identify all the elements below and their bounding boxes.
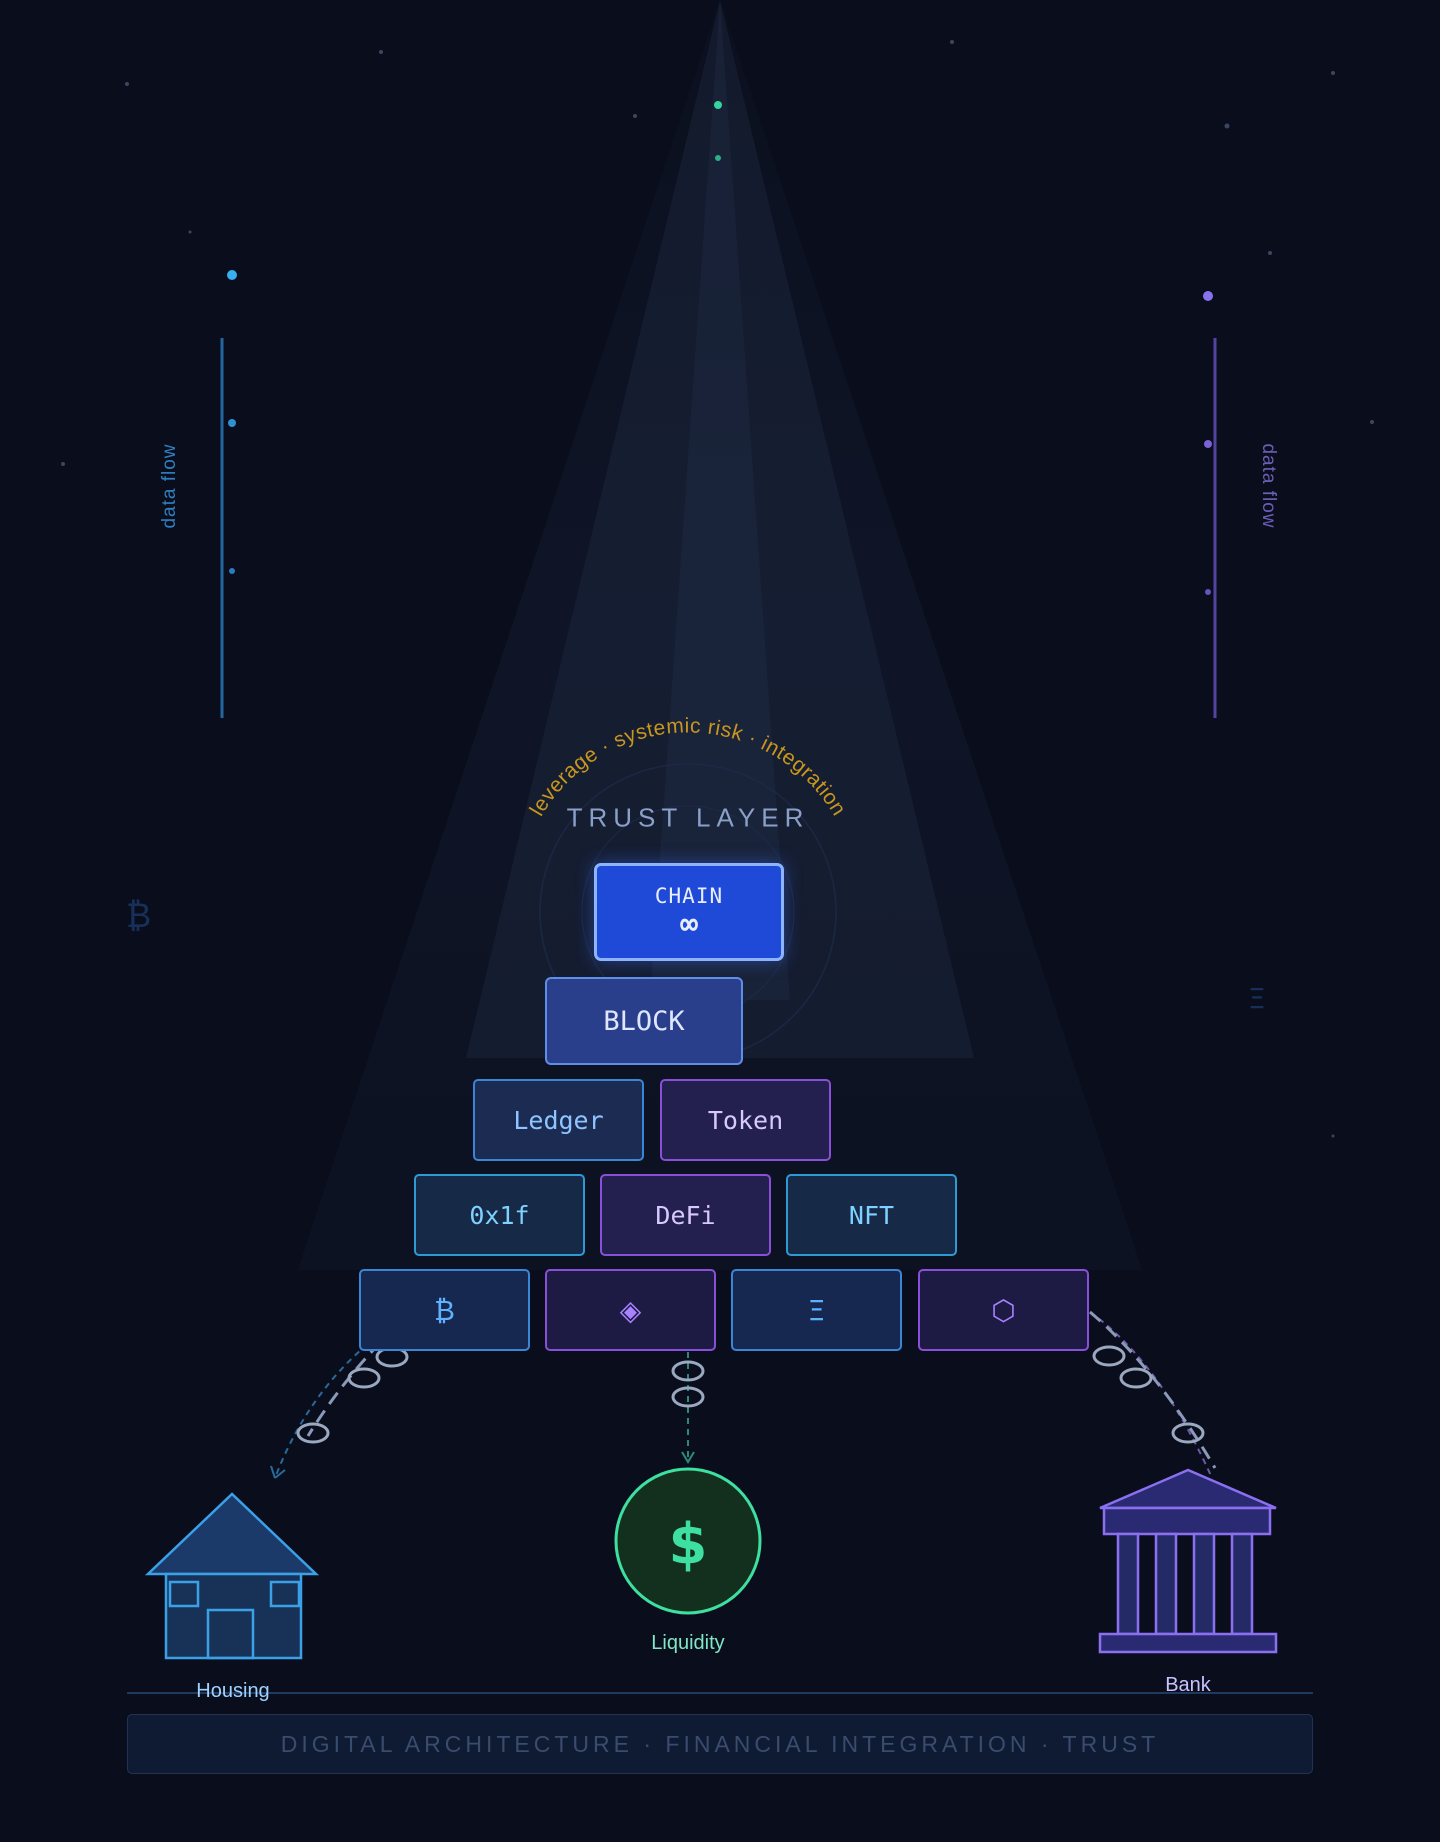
brick-defi[interactable]: DeFi (600, 1174, 771, 1256)
chain-block[interactable]: CHAIN ∞ (594, 863, 784, 961)
brick-label: DeFi (655, 1200, 716, 1230)
beam-core (650, 0, 790, 1000)
housing-label: Housing (196, 1680, 270, 1702)
beam-outer (298, 0, 1142, 1270)
left-data-flow-line (220, 212, 237, 780)
brick-label: 0x1f (469, 1200, 530, 1230)
chain-link (347, 1367, 381, 1389)
house-icon (144, 1492, 320, 1660)
trust-layer-title: TRUST LAYER (566, 802, 810, 833)
dollar-icon: $ (614, 1467, 762, 1615)
brick-diamond[interactable]: ◈ (545, 1269, 716, 1351)
right-data-flow-label: data flow (1258, 443, 1279, 529)
left-data-flow-label: data flow (159, 443, 180, 529)
chain-label: CHAIN (654, 884, 724, 908)
connector-liquidity (671, 1352, 705, 1464)
bank-icon (1098, 1468, 1278, 1654)
diamond-icon: ◈ (619, 1293, 642, 1327)
brick-token[interactable]: Token (660, 1079, 831, 1161)
right-data-flow-line (1203, 212, 1217, 780)
footer-banner: DIGITAL ARCHITECTURE · FINANCIAL INTEGRA… (127, 1714, 1313, 1774)
ghost-bitcoin-glyph: ₿ (126, 896, 152, 936)
ether-icon: Ξ (807, 1293, 826, 1327)
chain-link (1119, 1367, 1153, 1389)
brick-0x1f[interactable]: 0x1f (414, 1174, 585, 1256)
chain-link (1171, 1422, 1205, 1444)
brick-ledger[interactable]: Ledger (473, 1079, 644, 1161)
hexagon-icon: ⬡ (991, 1293, 1016, 1327)
chain-link (1092, 1345, 1126, 1367)
brick-label: Ledger (513, 1105, 604, 1135)
brick-bitcoin[interactable]: ₿ (359, 1269, 530, 1351)
top-data-flow-line (714, 63, 722, 264)
chain-link (296, 1422, 330, 1444)
footer-text: DIGITAL ARCHITECTURE · FINANCIAL INTEGRA… (280, 1730, 1160, 1757)
chain-link (671, 1360, 705, 1382)
brick-hexagon[interactable]: ⬡ (918, 1269, 1089, 1351)
beam-inner (466, 0, 974, 1058)
infinity-icon: ∞ (679, 907, 699, 942)
bank-label: Bank (1165, 1674, 1211, 1696)
brick-label: Token (707, 1105, 784, 1135)
liquidity-label: Liquidity (651, 1632, 725, 1654)
bitcoin-icon: ₿ (434, 1293, 455, 1327)
brick-nft[interactable]: NFT (786, 1174, 957, 1256)
brick-ether[interactable]: Ξ (731, 1269, 902, 1351)
brick-label: NFT (848, 1200, 895, 1230)
ghost-ether-glyph: Ξ (1248, 982, 1266, 1015)
liquidity-symbol: $ (669, 1512, 708, 1577)
connector-bank (1089, 1310, 1217, 1479)
block-brick[interactable]: BLOCK (545, 977, 743, 1065)
chain-link (671, 1386, 705, 1408)
star-field (61, 40, 1374, 1138)
block-label: BLOCK (603, 1005, 685, 1037)
